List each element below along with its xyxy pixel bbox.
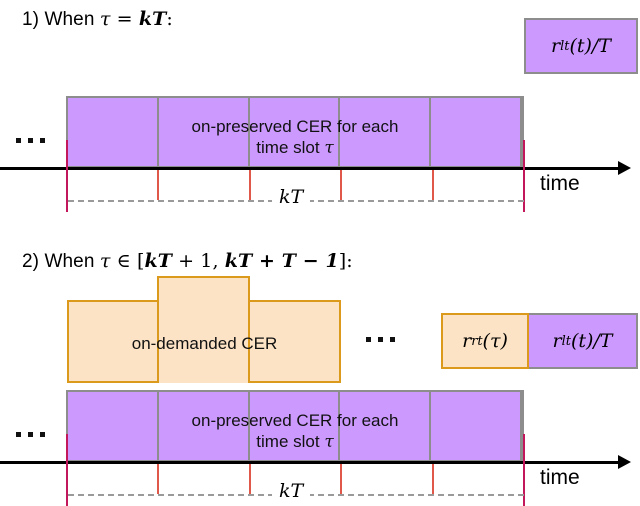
title-equals: = [110, 8, 139, 30]
title-element-of: ∈ [ [110, 250, 145, 272]
ellipsis-dot [366, 337, 371, 342]
ellipsis-dot [28, 432, 33, 437]
title-prefix: 2) When [22, 251, 100, 272]
title-prefix: 1) When [22, 9, 100, 30]
on-demand-label: on-demanded CER [131, 334, 278, 353]
title-tau-symbol: τ [99, 8, 111, 30]
axis-tick-case-2 [340, 464, 342, 494]
legend-r: r [551, 35, 561, 57]
legend-expr: (τ) [482, 330, 508, 352]
on-demand-divider [248, 300, 250, 383]
ellipsis-dot [16, 138, 21, 143]
panel-case-2: 2) When τ ∈ [kT + 1, kT + T − 1]: on-dem… [0, 238, 640, 506]
axis-tick-start-case-1 [66, 140, 68, 212]
time-slot [340, 98, 432, 166]
time-axis-label-case-1: time [540, 172, 580, 195]
legend-subscript: lt [560, 38, 570, 54]
title-colon: : [166, 8, 173, 30]
axis-tick-case-2 [432, 464, 434, 494]
axis-tick-case-1 [157, 170, 159, 200]
axis-tick-case-2 [249, 464, 251, 494]
legend-r: r [462, 330, 472, 352]
on-demand-divider [157, 300, 159, 383]
time-slot [431, 392, 522, 460]
axis-tick-end-case-1 [523, 140, 525, 212]
time-slot [340, 392, 432, 460]
axis-tick-case-2 [157, 464, 159, 494]
axis-tick-case-1 [432, 170, 434, 200]
slot-bar-case-1: on-preserved CER for each time slot τ [66, 96, 524, 168]
on-demand-step-right [248, 300, 341, 383]
kt-measure-label-case-1: kT [272, 186, 311, 208]
title-minus-one: − 1 [302, 250, 339, 272]
ellipsis-dot [378, 337, 383, 342]
ellipsis-middle-case-2 [366, 337, 395, 342]
ellipsis-dot [390, 337, 395, 342]
time-axis-label-case-2: time [540, 466, 580, 489]
time-slot [68, 98, 159, 166]
time-slot [250, 392, 341, 460]
panel-1-title: 1) When τ = kT: [22, 8, 173, 31]
legend-r: r [552, 330, 562, 352]
axis-tick-start-case-2 [66, 434, 68, 506]
time-slot [250, 98, 341, 166]
time-axis-case-1 [0, 167, 620, 170]
ellipsis-dot [40, 432, 45, 437]
slot-bar-case-2: on-preserved CER for each time slot τ [66, 390, 524, 462]
ellipsis-left-case-1 [16, 138, 45, 143]
on-demand-step-middle [157, 276, 250, 383]
time-axis-case-2 [0, 461, 620, 464]
time-slot [431, 98, 522, 166]
title-kt-lower: kT [144, 250, 172, 272]
title-kt: kT [138, 8, 167, 30]
axis-tick-case-1 [340, 170, 342, 200]
title-plus-t: + T [252, 250, 303, 272]
panel-2-title: 2) When τ ∈ [kT + 1, kT + T − 1]: [22, 250, 353, 273]
ellipsis-dot [40, 138, 45, 143]
title-kt-upper: kT [224, 250, 253, 272]
time-axis-arrowhead-case-1 [618, 161, 631, 175]
time-slot [159, 392, 250, 460]
ellipsis-dot [16, 432, 21, 437]
time-slot [159, 98, 250, 166]
legend-subscript: rt [471, 333, 483, 349]
ellipsis-dot [28, 138, 33, 143]
legend-subscript: lt [561, 333, 571, 349]
legend-expr: (t)/T [569, 35, 611, 57]
ellipsis-left-case-2 [16, 432, 45, 437]
title-plus-one: + 1, [172, 250, 225, 272]
axis-tick-case-1 [249, 170, 251, 200]
kt-measure-label-case-2: kT [272, 480, 311, 502]
legend-expr: (t)/T [570, 330, 613, 352]
time-slot [68, 392, 159, 460]
title-close: ]: [338, 250, 353, 272]
time-axis-arrowhead-case-2 [618, 455, 631, 469]
axis-tick-end-case-2 [523, 434, 525, 506]
on-demand-step-left [67, 300, 159, 383]
title-tau-symbol: τ [99, 250, 111, 272]
